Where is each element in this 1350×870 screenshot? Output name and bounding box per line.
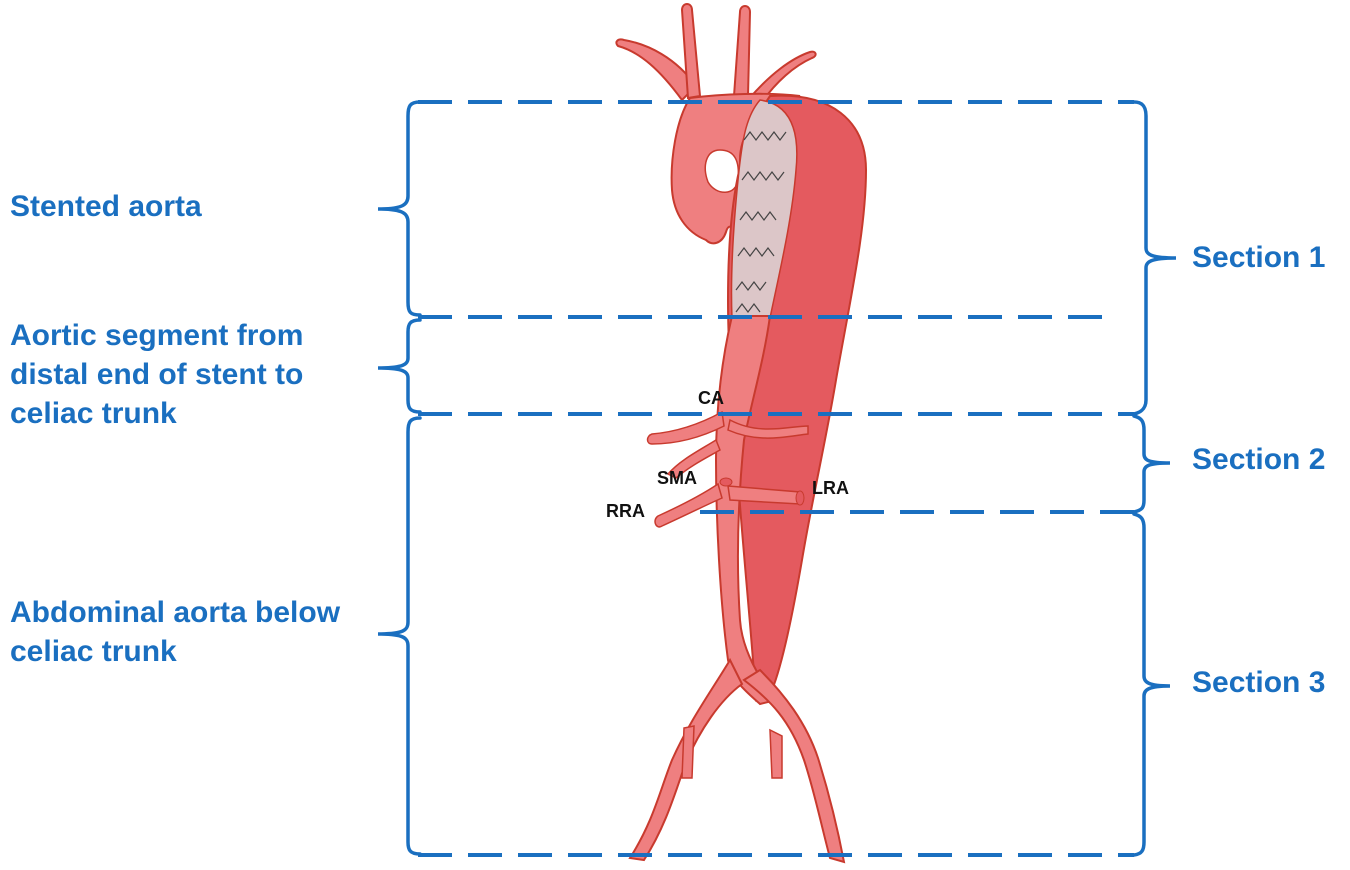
right-branch-artery bbox=[615, 38, 698, 102]
label-section-3: Section 3 bbox=[1192, 666, 1326, 699]
left-subclavian bbox=[746, 50, 817, 104]
section-boundaries bbox=[418, 100, 1134, 857]
aorta-illustration bbox=[615, 3, 868, 864]
sma-artery bbox=[666, 438, 721, 479]
right-internal-iliac bbox=[681, 725, 695, 779]
stent-struts bbox=[735, 131, 787, 313]
brace-section-1 bbox=[1132, 100, 1177, 416]
brace-abdominal-aorta bbox=[377, 416, 422, 856]
lra-ostium bbox=[795, 490, 805, 506]
label-lra: LRA bbox=[812, 478, 849, 498]
label-section-1: Section 1 bbox=[1192, 241, 1326, 274]
label-distal-segment: Aortic segment from distal end of stent … bbox=[10, 319, 304, 430]
left-iliac-artery bbox=[742, 668, 846, 864]
right-renal-artery bbox=[654, 482, 723, 528]
label-stented-aorta: Stented aorta bbox=[10, 190, 202, 223]
left-internal-iliac bbox=[769, 728, 783, 779]
splenic-branch bbox=[727, 418, 809, 439]
brace-distal-segment bbox=[377, 318, 422, 414]
celiac-artery bbox=[646, 410, 725, 445]
label-abdominal-aorta: Abdominal aorta below celiac trunk bbox=[10, 596, 341, 668]
middle-branch-artery bbox=[680, 3, 702, 100]
arch-inner-hole bbox=[704, 149, 740, 193]
left-common-carotid bbox=[732, 5, 752, 97]
left-braces bbox=[377, 100, 422, 856]
label-section-2: Section 2 bbox=[1192, 443, 1326, 476]
label-ca: CA bbox=[698, 388, 724, 408]
brace-stented-aorta bbox=[377, 100, 422, 317]
brace-section-2 bbox=[1132, 414, 1171, 514]
sma-ostium bbox=[719, 477, 733, 487]
brace-section-3 bbox=[1132, 512, 1171, 857]
right-braces bbox=[1132, 100, 1177, 857]
label-rra: RRA bbox=[606, 501, 645, 521]
label-sma: SMA bbox=[657, 468, 697, 488]
